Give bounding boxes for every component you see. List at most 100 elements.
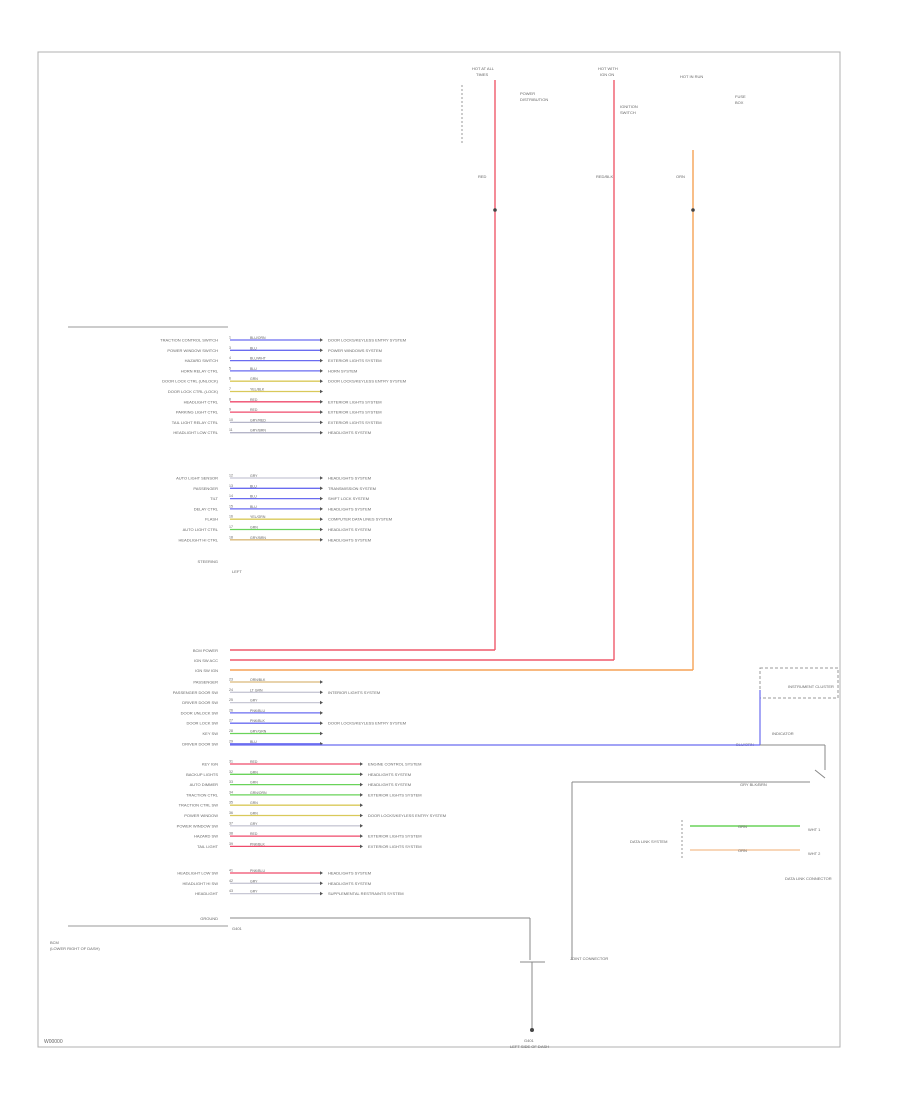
destination-label: HEADLIGHTS SYSTEM — [328, 430, 371, 435]
pin-label: HEADLIGHT HI SW — [183, 881, 219, 886]
ecm-label: DATA LINK CONNECTOR — [785, 876, 832, 881]
wire-color-label: PNK/BLK — [250, 719, 265, 723]
source-hot-with-ign: HOT WITH IGN ON IGNITION SWITCH RED/BLK — [596, 66, 638, 660]
pin-number: 33 — [229, 780, 233, 784]
destination-label: EXTERIOR LIGHTS SYSTEM — [368, 792, 422, 797]
pin-label: KEY SW — [203, 731, 219, 736]
connector-arrow — [320, 517, 323, 521]
pin-label: AUTO DIMMER — [190, 782, 218, 787]
power-label: IGN SW IGN — [195, 668, 218, 673]
pin-label: DOOR LOCK CTRL (UNLOCK) — [162, 379, 219, 384]
connector-arrow — [320, 690, 323, 695]
connector-arrow — [320, 711, 323, 715]
pin-number: 23 — [229, 678, 233, 682]
pin-label: HAZARD SWITCH — [185, 358, 218, 363]
pin-label: DRIVER DOOR SW — [182, 741, 218, 746]
wire-color-label: BLU — [250, 346, 257, 350]
connector-arrow — [320, 731, 323, 736]
switch-label: INDICATOR — [772, 731, 794, 736]
pin-number: 39 — [229, 842, 233, 846]
pin-label: POWER WINDOW — [184, 813, 218, 818]
network-wire-label: ORN — [738, 848, 747, 853]
source-note: POWER — [520, 91, 535, 96]
connector-arrow — [320, 379, 323, 383]
pin-number: 9 — [229, 408, 231, 412]
wire-color-label: GRY/BRN — [250, 536, 266, 540]
source-title: HOT WITH — [598, 66, 618, 71]
source-note: IGNITION — [620, 104, 638, 109]
destination-label: HEADLIGHTS SYSTEM — [328, 537, 371, 542]
pin-label: POWER WINDOW SW — [177, 823, 219, 828]
connector-arrow — [360, 813, 363, 818]
connector-arrow — [320, 389, 323, 394]
wire-color-label: GRY/RED — [250, 418, 266, 422]
pin-number: 37 — [229, 821, 233, 825]
connector-arrow — [320, 700, 323, 705]
power-label: BCM POWER — [193, 648, 218, 653]
connector-arrow — [320, 527, 323, 532]
destination-label: HEADLIGHTS SYSTEM — [328, 881, 371, 886]
wire-color-label: RED — [250, 832, 258, 836]
pin-label: TAIL LIGHT RELAY CTRL — [172, 420, 219, 425]
wire-color-label: BLU — [250, 505, 257, 509]
destination-label: HEADLIGHTS SYSTEM — [368, 782, 411, 787]
wire-color-label: PNK/BLK — [250, 842, 265, 846]
pin-number: 17 — [229, 525, 233, 529]
wire-color-label: GRN — [250, 781, 258, 785]
wire-color-label: RED — [250, 408, 258, 412]
wire-color-label: GRY — [250, 879, 258, 883]
pin-label: TRACTION CTRL — [186, 792, 219, 797]
pin-number: 25 — [229, 698, 233, 702]
connector-arrow — [320, 538, 323, 542]
destination-label: DOOR LOCKS/KEYLESS ENTRY SYSTEM — [328, 721, 406, 726]
connector-arrow — [320, 476, 323, 480]
pin-label: DOOR LOCK SW — [186, 721, 218, 726]
pin-label: AUTO LIGHT SENSOR — [176, 476, 218, 481]
wire-color-label: RED — [250, 760, 258, 764]
wire-color-label: YEL/GRN — [250, 515, 266, 519]
steering-text: LEFT — [232, 569, 242, 574]
pin-number: 3 — [229, 346, 231, 350]
connector-arrow — [320, 400, 323, 404]
source-title: IGN ON — [600, 72, 614, 77]
network-dest: WHT 2 — [808, 851, 821, 856]
steering-label: STEERING — [198, 559, 218, 564]
wire-color-label: GRN — [250, 801, 258, 805]
pin-label: HEADLIGHT LOW CTRL — [173, 430, 218, 435]
source-title: HOT IN RUN — [680, 74, 703, 79]
instrument-cluster: INSTRUMENT CLUSTER BLU/ORN INDICATOR GRY… — [230, 667, 839, 960]
pin-number: 15 — [229, 504, 233, 508]
destination-label: SHIFT LOCK SYSTEM — [328, 496, 369, 501]
wire-color-label: BLU — [250, 367, 257, 371]
pin-label: DOOR LOCK CTRL (LOCK) — [168, 389, 219, 394]
splice-dot — [691, 208, 695, 212]
pin-number: 28 — [229, 729, 233, 733]
connector-arrow — [320, 430, 323, 435]
wire-color-label: BLU — [250, 495, 257, 499]
connector-arrow — [360, 834, 363, 838]
destination-label: HEADLIGHTS SYSTEM — [328, 527, 371, 532]
connector-arrow — [320, 507, 323, 511]
destination-label: TRANSMISSION SYSTEM — [328, 486, 376, 491]
pin-label: HAZARD SW — [194, 834, 218, 839]
module-sublabel: (LOWER RIGHT OF DASH) — [50, 946, 100, 951]
destination-label: COMPUTER DATA LINES SYSTEM — [328, 517, 392, 522]
destination-label: HEADLIGHTS SYSTEM — [328, 871, 371, 876]
destination-label: ENGINE CONTROL SYSTEM — [368, 762, 421, 767]
pin-label: DOOR UNLOCK SW — [181, 710, 219, 715]
connector-arrow — [360, 772, 363, 777]
network-wire-label: GRN — [738, 824, 747, 829]
pin-number: 27 — [229, 719, 233, 723]
ground-dot — [530, 1028, 534, 1032]
ground-symbol-label: LEFT SIDE OF DASH — [510, 1044, 549, 1049]
wire-color-label: GRN — [250, 770, 258, 774]
source-note: SWITCH — [620, 110, 636, 115]
pin-number: 11 — [229, 428, 233, 432]
pin-number: 6 — [229, 377, 231, 381]
joint-connector: JOINT CONNECTOR G401 LEFT SIDE OF DASH — [510, 956, 608, 1049]
joint-connector-label: JOINT CONNECTOR — [570, 956, 608, 961]
pin-number: 1 — [229, 336, 231, 340]
connector-arrow — [360, 793, 363, 797]
pin-number: 35 — [229, 801, 233, 805]
source-title: TIMES — [476, 72, 489, 77]
